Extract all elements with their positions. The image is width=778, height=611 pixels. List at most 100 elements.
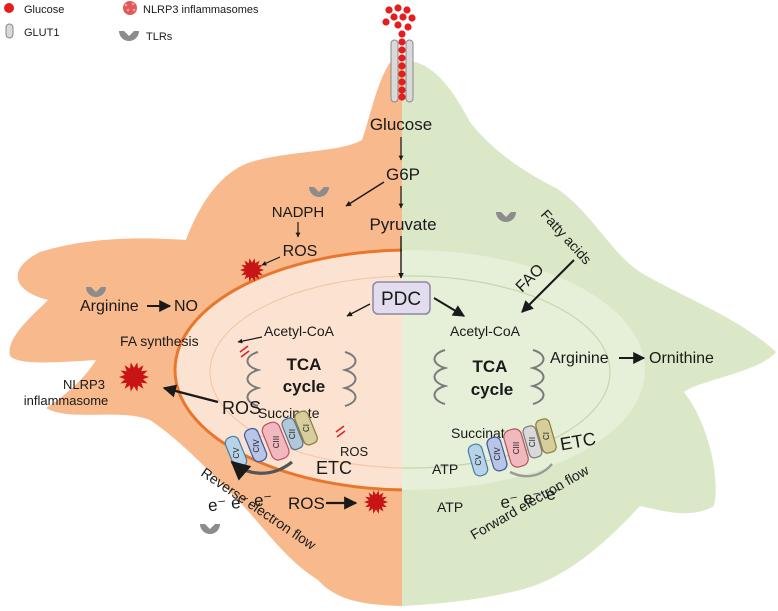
complex-iii-left: [261, 421, 290, 461]
arrow-g6p-nadph: [345, 181, 385, 207]
glucose-label: Glucose: [370, 115, 432, 134]
glucose-molecule: [398, 38, 406, 46]
atp-right-label-1: ATP: [432, 461, 458, 477]
complex-i-right-label: CI: [542, 432, 551, 440]
glucose-molecule: [403, 6, 411, 14]
acetyl-coa-right-label: Acetyl-CoA: [450, 323, 521, 339]
legend-nlrp3-label: NLRP3 inflammasomes: [143, 4, 259, 16]
glucose-molecule: [398, 93, 406, 101]
complex-i-left-label: CI: [302, 424, 311, 432]
tca-left-line1: TCA: [287, 355, 322, 374]
legend-tlrs-label: TLRs: [146, 31, 173, 43]
arrow-acetyl-fa: [237, 336, 263, 344]
nlrp3-inflammasome-icon: [364, 490, 388, 514]
nlrp3-burst-shape: [119, 362, 149, 392]
nlrp3-legend-icon: [123, 1, 137, 15]
arginine-right-label: Arginine: [550, 350, 609, 367]
fa-synthesis-label: FA synthesis: [120, 333, 199, 349]
complex-ii-left-label: CII: [288, 429, 297, 439]
legend-glut1-label: GLUT1: [24, 27, 59, 39]
pyruvate-label: Pyruvate: [369, 215, 436, 234]
nlrp3-burst-shape: [364, 490, 388, 514]
tlr-icon: [496, 212, 516, 222]
complex-iii-right: [503, 428, 529, 468]
tlr-icon: [309, 187, 329, 197]
legend-glucose-label: Glucose: [24, 4, 64, 16]
ros-top-label: ROS: [283, 243, 318, 260]
pdc-label: PDC: [381, 289, 421, 310]
glucose-molecule: [398, 46, 406, 54]
tlr-icon: [200, 524, 220, 534]
no-label: NO: [174, 298, 198, 315]
arrow-ros-inflammasome: [162, 384, 219, 404]
complex-v-right-label: CV: [474, 454, 483, 466]
glucose-molecule: [385, 6, 393, 14]
ros-mid-label: ROS: [222, 398, 261, 418]
glucose-molecule: [398, 30, 406, 38]
reverse-flow-arrow: [230, 460, 293, 481]
inhibition-mark: [335, 425, 346, 438]
nlrp3-left-line1: NLRP3: [63, 377, 105, 392]
glucose-molecule: [398, 86, 406, 94]
etc-complexes-left: CV CIV CIII CII CI: [224, 410, 318, 469]
legend: Glucose GLUT1 NLRP3 inflammasomes TLRs: [4, 1, 259, 43]
glucose-molecule: [398, 78, 406, 86]
glut1-legend-icon: [5, 23, 14, 39]
arginine-left-label: Arginine: [80, 298, 139, 315]
nlrp3-inflammasome-icon: [119, 362, 149, 392]
g6p-label: G6P: [386, 165, 420, 184]
tlr-legend-icon: [119, 31, 139, 41]
glucose-molecule: [399, 13, 407, 21]
tca-cycle-right-coil: [433, 349, 545, 405]
tca-right-line1: TCA: [473, 357, 508, 376]
nlrp3-left-line2: inflammasome: [24, 393, 109, 408]
glucose-molecule: [408, 14, 416, 22]
complex-ii-left: [281, 417, 304, 451]
complex-iv-left-label: CIV: [252, 439, 261, 453]
glucose-molecule: [398, 62, 406, 70]
tca-right-line2: cycle: [471, 380, 514, 399]
complex-iv-right-label: CIV: [493, 447, 502, 461]
glucose-molecule: [398, 54, 406, 62]
ros-bottom-label: ROS: [288, 494, 325, 513]
complex-v-right: [467, 443, 489, 477]
glucose-molecule: [382, 18, 390, 26]
glucose-molecule: [404, 23, 412, 31]
glucose-molecule: [394, 21, 402, 29]
tlr-icon: [86, 287, 106, 297]
complex-v-left-label: CV: [232, 447, 241, 459]
glucose-molecule: [390, 13, 398, 21]
tca-cycle-left-coil: [246, 351, 357, 407]
etc-complexes-right: CV CIV CIII CII CI: [467, 418, 557, 477]
arrow-ros-nlrp3: [261, 256, 281, 266]
arrow-pdc-right-acetyl: [433, 297, 466, 317]
etc-left-label: ETC: [316, 458, 352, 478]
nlrp3-inflammasome-icon: [240, 258, 264, 282]
complex-i-left: [294, 410, 318, 446]
forward-flow-arrow: [509, 463, 553, 478]
glucose-molecule: [398, 70, 406, 78]
inhibition-mark: [239, 345, 250, 358]
acetyl-coa-left-label: Acetyl-CoA: [264, 323, 335, 339]
complex-ii-right: [522, 425, 543, 459]
complex-ii-right-label: CII: [528, 437, 537, 447]
nadph-label: NADPH: [272, 204, 325, 221]
complex-iii-left-label: CIII: [272, 436, 281, 448]
arrow-pdc-left-acetyl: [346, 303, 371, 317]
complex-iv-left: [243, 427, 268, 463]
glucose-molecules: [382, 4, 416, 101]
pdc-box: [372, 281, 431, 315]
glut1-transporter: [390, 39, 414, 103]
complex-i-right: [535, 418, 557, 454]
ornithine-label: Ornithine: [649, 350, 714, 367]
complex-iii-right-label: CIII: [512, 442, 521, 454]
nlrp3-burst-shape: [240, 258, 264, 282]
tca-left-line2: cycle: [283, 377, 326, 396]
arrow-fatty-acids-fao: [521, 259, 575, 313]
complex-iv-right: [486, 436, 508, 472]
glucose-legend-icon: [4, 3, 14, 13]
atp-right-label-2: ATP: [437, 499, 463, 515]
ros-mito-label: ROS: [340, 444, 369, 459]
